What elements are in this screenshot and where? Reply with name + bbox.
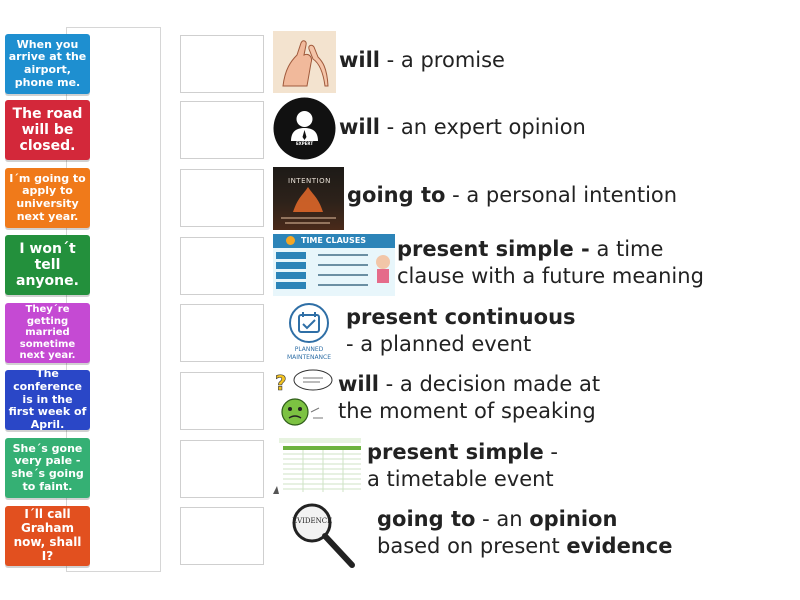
- pinky-promise-icon: [273, 31, 336, 93]
- card-text: The road will be closed.: [12, 105, 83, 155]
- answer-card[interactable]: I´m going to apply to university next ye…: [5, 168, 90, 228]
- rule-keyword: present simple -: [397, 237, 590, 261]
- rule-description-line2: clause with a future meaning: [397, 264, 704, 288]
- rule-description: - an expert opinion: [380, 115, 586, 139]
- rule-keyword: present continuous: [346, 305, 576, 329]
- drop-slot[interactable]: [180, 101, 264, 159]
- drop-slot[interactable]: [180, 169, 264, 227]
- rule-text: will - a decision made at the moment of …: [338, 371, 600, 425]
- rule-text: going to - a personal intention: [347, 182, 677, 209]
- intention-caption: INTENTION: [288, 177, 331, 185]
- rule-keyword: present simple: [367, 440, 544, 464]
- card-text: She´s gone very pale - she´s going to fa…: [11, 441, 84, 493]
- card-text: They´re getting married sometime next ye…: [19, 304, 76, 362]
- rule-description-line2: based on present: [377, 534, 567, 558]
- rule-description: a time: [589, 237, 664, 261]
- rule-text: present simple - a time clause with a fu…: [397, 236, 704, 290]
- rule-text: going to - an opinion based on present e…: [377, 506, 672, 560]
- rule-description: - an: [475, 507, 530, 531]
- time-clauses-title: [273, 234, 395, 248]
- answer-card[interactable]: When you arrive at the airport, phone me…: [5, 34, 90, 94]
- clock-icon: [286, 236, 295, 245]
- rule-text: present simple - a timetable event: [367, 439, 558, 493]
- time-clauses-caption: TIME CLAUSES: [301, 236, 367, 245]
- rule-description-line2: the moment of speaking: [338, 399, 596, 423]
- card-text: I´ll call Graham now, shall I?: [13, 507, 82, 563]
- timetable-icon: [273, 436, 365, 498]
- calendar-icon: PLANNED MAINTENANCE: [283, 302, 335, 364]
- drop-slot[interactable]: [180, 304, 264, 362]
- drop-slot[interactable]: [180, 507, 264, 565]
- card-text: The conference is in the first week of A…: [8, 367, 87, 431]
- rule-keyword: will: [339, 115, 380, 139]
- rule-description-line2: - a planned event: [346, 332, 532, 356]
- rule-keyword: will: [339, 48, 380, 72]
- rule-keyword-2: opinion: [529, 507, 618, 531]
- answer-card[interactable]: They´re getting married sometime next ye…: [5, 303, 90, 363]
- evidence-caption: EVIDENCE: [292, 517, 333, 525]
- thinking-icon: ?: [273, 368, 335, 430]
- drop-slot[interactable]: [180, 440, 264, 498]
- rule-keyword: going to: [347, 183, 446, 207]
- time-clauses-icon: TIME CLAUSES: [273, 234, 395, 296]
- rule-description: - a promise: [380, 48, 505, 72]
- rule-description: - a personal intention: [445, 183, 678, 207]
- answer-card[interactable]: I´ll call Graham now, shall I?: [5, 506, 90, 566]
- answer-card[interactable]: The conference is in the first week of A…: [5, 367, 90, 431]
- rule-keyword-3: evidence: [566, 534, 673, 558]
- rule-text: will - a promise: [339, 47, 505, 74]
- drop-slot[interactable]: [180, 372, 264, 430]
- svg-text:?: ?: [275, 371, 287, 395]
- intention-icon: INTENTION: [273, 167, 344, 230]
- rule-description-line2: a timetable event: [367, 467, 554, 491]
- rule-keyword: going to: [377, 507, 476, 531]
- rule-text: will - an expert opinion: [339, 114, 586, 141]
- drop-slot[interactable]: [180, 35, 264, 93]
- rule-description: -: [543, 440, 558, 464]
- rule-keyword: will: [338, 372, 379, 396]
- answer-card[interactable]: She´s gone very pale - she´s going to fa…: [5, 438, 90, 498]
- card-text: I won´t tell anyone.: [16, 240, 79, 290]
- card-text: When you arrive at the airport, phone me…: [8, 37, 87, 89]
- magnifier-icon: EVIDENCE: [290, 503, 360, 569]
- rule-description: - a decision made at: [379, 372, 601, 396]
- expert-icon: EXPERT: [273, 97, 336, 160]
- calendar-caption: PLANNED MAINTENANCE: [286, 346, 332, 361]
- rule-text: present continuous - a planned event: [346, 304, 576, 358]
- card-text: I´m going to apply to university next ye…: [9, 171, 86, 223]
- answer-card[interactable]: I won´t tell anyone.: [5, 235, 90, 295]
- expert-caption: EXPERT: [295, 141, 314, 146]
- answer-card[interactable]: The road will be closed.: [5, 100, 90, 160]
- drop-slot[interactable]: [180, 237, 264, 295]
